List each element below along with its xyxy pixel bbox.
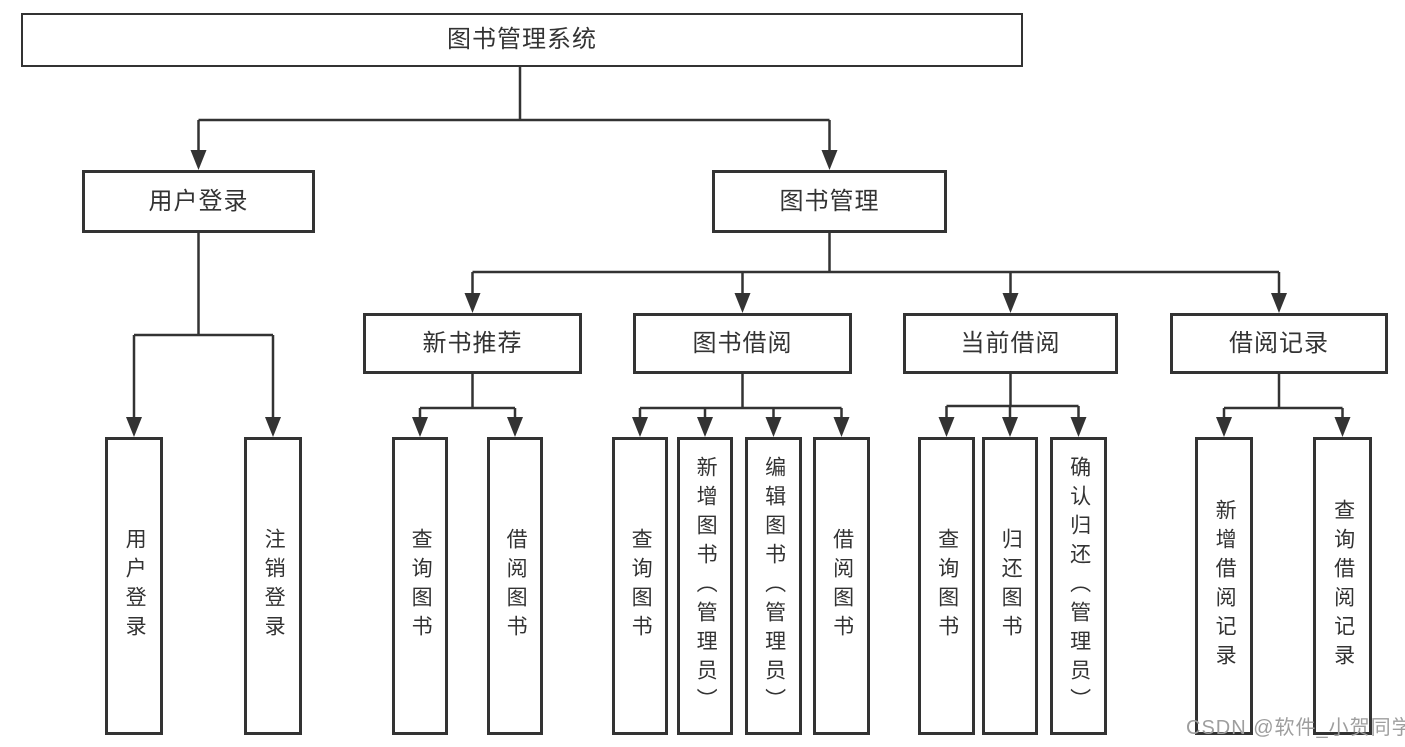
node-new-book-recommend: 新书推荐 — [363, 313, 582, 374]
leaf-query-books-2: 查询图书 — [612, 437, 668, 735]
leaf-confirm-return-admin: 确认归还（管理员） — [1050, 437, 1107, 735]
node-root: 图书管理系统 — [21, 13, 1023, 67]
leaf-add-book-admin: 新增图书（管理员） — [677, 437, 733, 735]
leaf-borrow-books-2: 借阅图书 — [813, 437, 870, 735]
leaf-query-borrow-record: 查询借阅记录 — [1313, 437, 1372, 735]
arrowheads — [126, 150, 1351, 437]
node-book-management: 图书管理 — [712, 170, 947, 233]
node-book-borrow: 图书借阅 — [633, 313, 852, 374]
leaf-return-books: 归还图书 — [982, 437, 1038, 735]
node-current-borrow: 当前借阅 — [903, 313, 1118, 374]
leaf-borrow-books-1: 借阅图书 — [487, 437, 543, 735]
leaf-query-books-1: 查询图书 — [392, 437, 448, 735]
leaf-user-login: 用户登录 — [105, 437, 163, 735]
watermark: CSDN @软件_小贺同学 — [1186, 717, 1405, 739]
leaf-query-books-3: 查询图书 — [918, 437, 975, 735]
leaf-logout: 注销登录 — [244, 437, 302, 735]
leaf-edit-book-admin: 编辑图书（管理员） — [745, 437, 802, 735]
leaf-add-borrow-record: 新增借阅记录 — [1195, 437, 1253, 735]
connector-paths — [132, 67, 1344, 421]
node-borrow-records: 借阅记录 — [1170, 313, 1388, 374]
node-user-login: 用户登录 — [82, 170, 315, 233]
